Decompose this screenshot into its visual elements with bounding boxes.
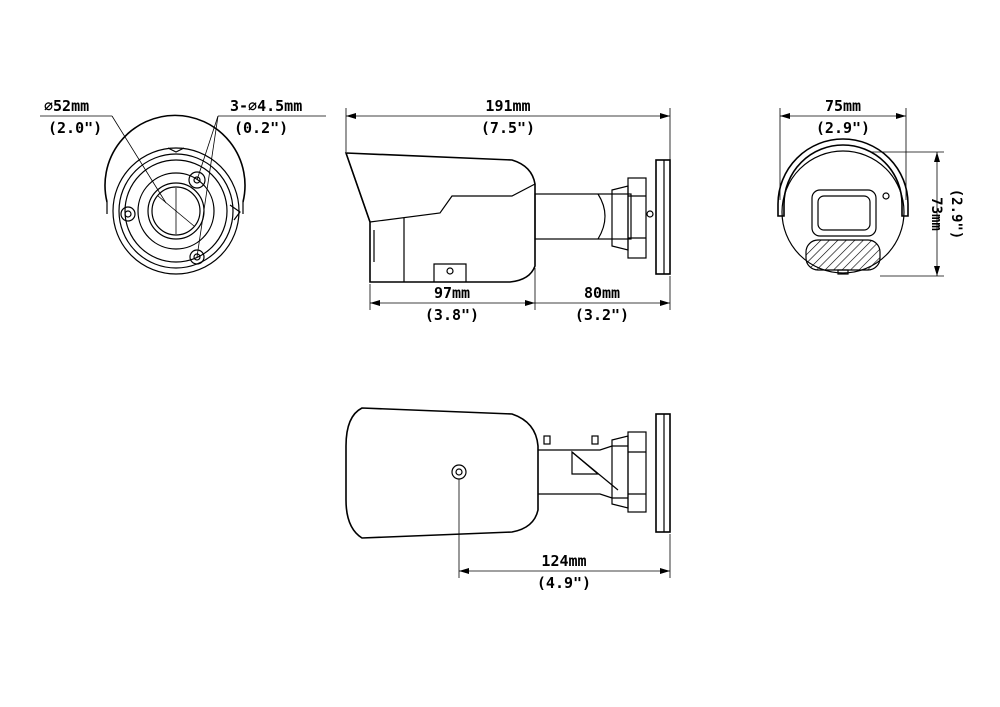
- camera-end-drawing: [777, 138, 909, 275]
- mounting-holes-dimension: 3-∅4.5mm (0.2"): [196, 97, 326, 258]
- body-length-dimension: 97mm (3.8"): [369, 268, 536, 324]
- end-view: 75mm (2.9") 73mm (2.9"): [777, 97, 964, 277]
- bracket-length-inch-label: (3.2"): [575, 306, 629, 324]
- camera-top-drawing: [345, 407, 671, 539]
- mount-base-drawing: [104, 114, 246, 275]
- bracket-length-mm-label: 80mm: [584, 284, 620, 302]
- holes-inch-label: (0.2"): [234, 119, 288, 137]
- overall-length-mm-label: 191mm: [485, 97, 530, 115]
- front-view: ∅52mm (2.0") 3-∅4.5mm (0.2"): [40, 97, 326, 275]
- diameter-mm-label: ∅52mm: [44, 97, 89, 115]
- bracket-length-dimension: 80mm (3.2"): [535, 276, 671, 324]
- overall-length-inch-label: (7.5"): [481, 119, 535, 137]
- side-view: 191mm (7.5") 97mm (3.8") 80mm (3.2"): [344, 97, 671, 324]
- depth-inch-label: (4.9"): [537, 574, 591, 592]
- diameter-inch-label: (2.0"): [48, 119, 102, 137]
- diameter-dimension: ∅52mm (2.0"): [40, 97, 167, 204]
- width-inch-label: (2.9"): [816, 119, 870, 137]
- width-dimension: 75mm (2.9"): [779, 97, 907, 200]
- holes-mm-label: 3-∅4.5mm: [230, 97, 302, 115]
- overall-length-dimension: 191mm (7.5"): [345, 97, 671, 160]
- height-inch-label: (2.9"): [948, 189, 964, 240]
- width-mm-label: 75mm: [825, 97, 861, 115]
- camera-side-drawing: [344, 152, 671, 283]
- depth-mm-label: 124mm: [541, 552, 586, 570]
- height-dimension: 73mm (2.9"): [870, 151, 964, 277]
- height-mm-label: 73mm: [928, 197, 944, 231]
- body-length-mm-label: 97mm: [434, 284, 470, 302]
- top-view: 124mm (4.9"): [345, 407, 671, 592]
- depth-dimension: 124mm (4.9"): [458, 479, 671, 592]
- body-length-inch-label: (3.8"): [425, 306, 479, 324]
